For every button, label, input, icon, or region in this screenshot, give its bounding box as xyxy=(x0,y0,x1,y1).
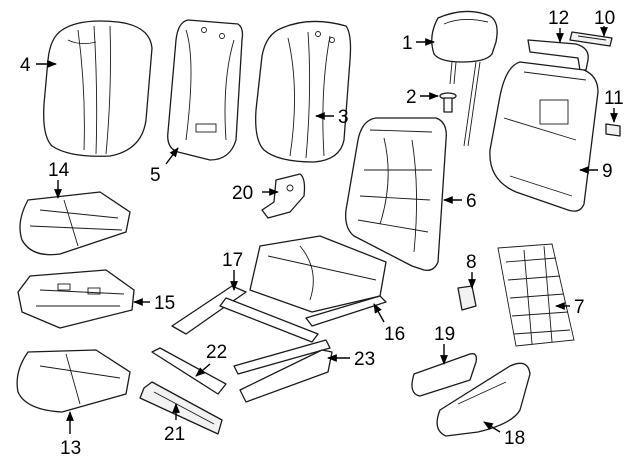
spring-mat-part[interactable] xyxy=(497,243,575,347)
callout-8[interactable]: 8 xyxy=(466,252,477,273)
callout-17[interactable]: 17 xyxy=(222,250,243,271)
side-trim-part[interactable] xyxy=(239,349,333,403)
callout-4[interactable]: 4 xyxy=(20,55,31,76)
lumbar-clip-part[interactable] xyxy=(457,285,477,311)
callout-23[interactable]: 23 xyxy=(354,349,375,370)
callout-21[interactable]: 21 xyxy=(164,424,185,445)
callout-labels: 1 2 3 4 5 6 7 8 9 10 11 12 13 14 15 16 1… xyxy=(20,8,624,459)
seat-foam-part[interactable] xyxy=(16,349,131,413)
callout-15[interactable]: 15 xyxy=(154,293,175,314)
backrest-frame-part[interactable] xyxy=(345,117,447,271)
callout-11[interactable]: 11 xyxy=(604,88,624,109)
callout-18[interactable]: 18 xyxy=(504,428,525,449)
callout-3[interactable]: 3 xyxy=(338,107,349,128)
seat-frame-part[interactable] xyxy=(171,235,387,375)
front-trim-part[interactable] xyxy=(151,347,227,395)
rear-panel-part[interactable] xyxy=(489,61,599,212)
callout-14[interactable]: 14 xyxy=(48,160,70,181)
callout-10[interactable]: 10 xyxy=(594,8,615,29)
backrest-cover-part[interactable] xyxy=(43,20,153,157)
callout-5[interactable]: 5 xyxy=(150,165,161,186)
leader-16 xyxy=(373,303,385,323)
callout-20[interactable]: 20 xyxy=(232,183,253,204)
leader-22 xyxy=(195,363,211,377)
bracket-clip-part[interactable] xyxy=(605,123,621,137)
side-cover-part[interactable] xyxy=(411,353,478,397)
leader-18 xyxy=(483,421,501,433)
side-bracket-part[interactable] xyxy=(261,173,306,219)
trim-strip-part[interactable] xyxy=(527,39,589,71)
headrest-part[interactable] xyxy=(431,10,498,147)
callout-22[interactable]: 22 xyxy=(206,342,227,363)
seat-cover-part[interactable] xyxy=(19,191,131,256)
side-panel-part[interactable] xyxy=(436,362,531,437)
backrest-trim-part[interactable] xyxy=(255,20,352,163)
seat-pan-part[interactable] xyxy=(17,269,135,329)
callout-19[interactable]: 19 xyxy=(434,324,455,345)
trim-clip-part[interactable] xyxy=(569,31,613,47)
headrest-guide-part[interactable] xyxy=(439,92,457,113)
callout-13[interactable]: 13 xyxy=(60,438,81,459)
leader-lines xyxy=(36,26,618,434)
seat-rail-part[interactable] xyxy=(305,295,387,327)
lower-trim-part[interactable] xyxy=(139,381,223,435)
callout-2[interactable]: 2 xyxy=(406,87,417,108)
callout-6[interactable]: 6 xyxy=(466,191,477,212)
backrest-panel-part[interactable] xyxy=(167,19,244,161)
callout-9[interactable]: 9 xyxy=(602,161,613,182)
leader-5 xyxy=(165,147,179,165)
callout-1[interactable]: 1 xyxy=(402,33,413,54)
callout-12[interactable]: 12 xyxy=(548,8,569,29)
callout-7[interactable]: 7 xyxy=(574,297,585,318)
callout-16[interactable]: 16 xyxy=(384,324,405,345)
